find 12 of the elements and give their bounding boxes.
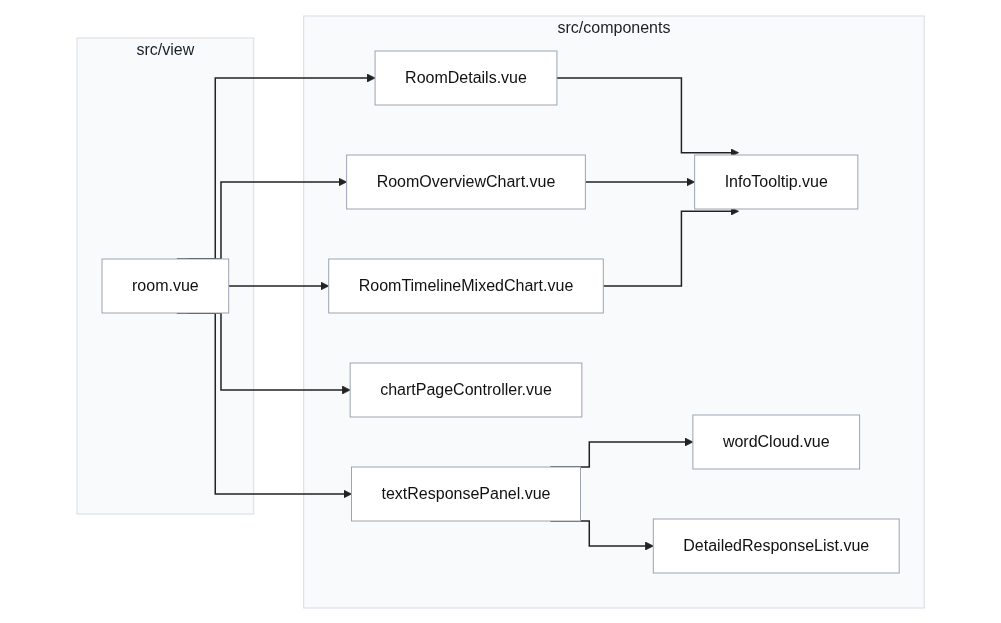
node-box: RoomTimelineMixedChart.vue [328, 258, 604, 313]
arrow [556, 76, 739, 157]
node-box: chartPageController.vue [349, 362, 583, 417]
arrow [227, 281, 329, 290]
node-box: wordCloud.vue [692, 414, 860, 469]
node-box: RoomDetails.vue [374, 50, 558, 105]
arrow [584, 177, 695, 186]
node-box: InfoTooltip.vue [694, 154, 859, 209]
node-box: DetailedResponseList.vue [652, 518, 900, 573]
node-box: room.vue [101, 258, 230, 313]
node-box: RoomOverviewChart.vue [346, 154, 586, 209]
node-box: textResponsePanel.vue [350, 466, 581, 521]
